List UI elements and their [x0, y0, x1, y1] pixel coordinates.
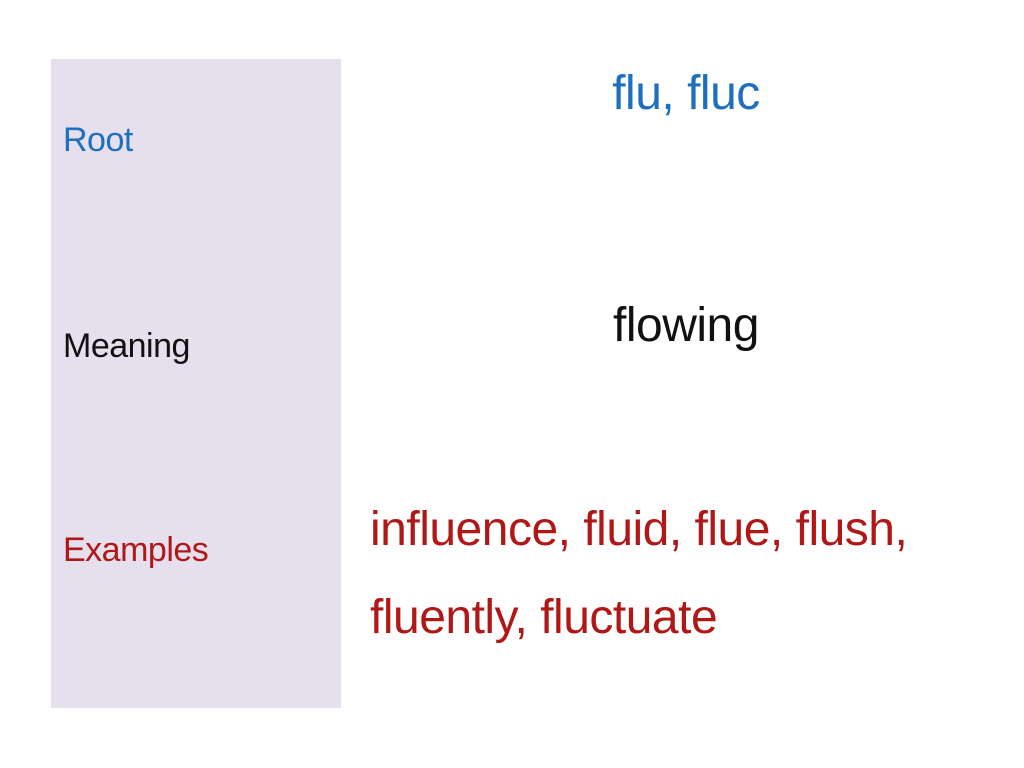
root-value: flu, fluc	[612, 67, 760, 120]
meaning-label: Meaning	[63, 327, 190, 365]
examples-label: Examples	[63, 531, 209, 569]
examples-line-1: influence, fluid, flue, flush,	[370, 503, 908, 556]
examples-line-2: fluently, fluctuate	[370, 591, 718, 644]
root-label: Root	[63, 121, 133, 159]
meaning-value: flowing	[613, 299, 759, 352]
examples-value: influence, fluid, flue, flush, fluently,…	[370, 486, 1010, 662]
label-panel: Root Meaning Examples	[51, 59, 341, 708]
